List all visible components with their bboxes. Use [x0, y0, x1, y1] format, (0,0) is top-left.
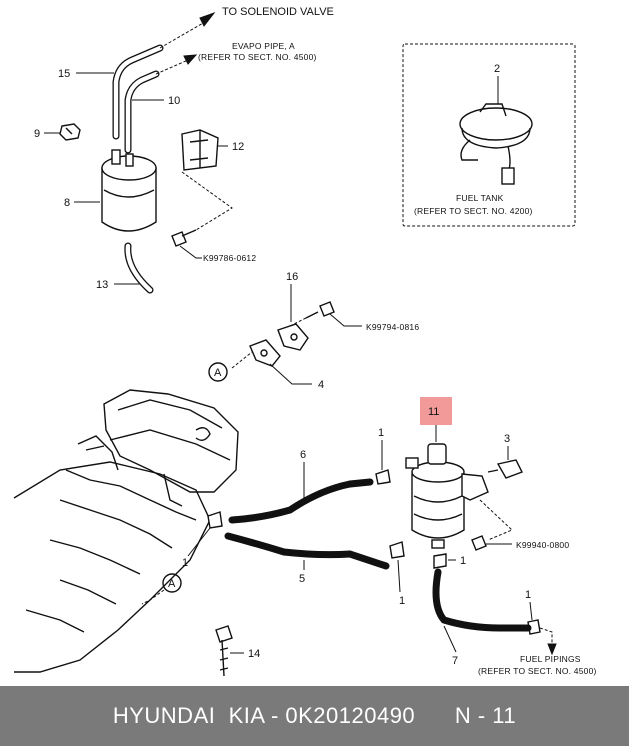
part-11-label: 11 [428, 406, 439, 418]
ref-a-upper-label: A [214, 367, 222, 379]
footer-brand-text: HYUNDAI KIA - 0K20120490 [112, 703, 416, 728]
footer-page-code: N - 11 [454, 703, 517, 728]
parts-diagram: TO SOLENOID VALVE EVAPO PIPE, A (REFER T… [13, 6, 597, 677]
footer-bar: HYUNDAI KIA - 0K20120490 N - 11 [0, 686, 629, 746]
bracket-16-icon [277, 323, 309, 351]
evapo-pipe-label: EVAPO PIPE, A [232, 41, 295, 51]
part-16-label: 16 [286, 271, 298, 283]
fuel-pump-2-icon [459, 103, 533, 185]
part-1-label-c: 1 [399, 595, 405, 607]
hose-10 [124, 70, 160, 154]
part-6-label: 6 [300, 449, 306, 461]
sensor-3-icon [487, 459, 523, 479]
part-1-label-a: 1 [182, 557, 188, 569]
ref-mark-a-upper [208, 362, 228, 382]
part-11-highlight [420, 397, 452, 425]
fuel-tank-label: FUEL TANK [456, 193, 504, 203]
hose-6 [228, 478, 374, 524]
evapo-line [155, 59, 189, 75]
part-12-label: 12 [232, 141, 244, 153]
bolt-k99940-icon [471, 535, 487, 551]
ref-a-lower-label: A [168, 578, 176, 590]
solenoid-line [159, 21, 206, 49]
bolt-k99786-icon [171, 229, 197, 247]
part-1-label-b: 1 [378, 427, 384, 439]
part-8-label: 8 [64, 197, 70, 209]
fuel-pipings-ref: (REFER TO SECT. NO. 4500) [478, 666, 597, 676]
part-14-label: 14 [248, 648, 260, 660]
part-9-label: 9 [34, 128, 40, 140]
ref-mark-a-lower [162, 573, 182, 593]
arrow-solenoid-icon [199, 11, 216, 27]
part-10-label: 10 [168, 95, 180, 107]
footer-spacer [415, 703, 455, 729]
clamp-1-icon [207, 469, 541, 635]
fuel-filter-11-icon [405, 443, 489, 549]
arrow-evapo-icon [183, 54, 198, 65]
part-2-label: 2 [494, 63, 500, 75]
hose-15 [112, 44, 164, 140]
bracket-12-icon [181, 129, 219, 171]
fuel-pipings-label: FUEL PIPINGS [520, 654, 581, 664]
evapo-pipe-ref: (REFER TO SECT. NO. 4500) [198, 52, 317, 62]
part-4-label: 4 [318, 379, 324, 391]
part-5-label: 5 [299, 573, 305, 585]
part-13-label: 13 [96, 279, 108, 291]
bolt-14-icon [215, 625, 233, 677]
hose-13 [124, 242, 154, 294]
hose-7 [432, 568, 532, 632]
part-3-label: 3 [504, 433, 510, 445]
bolt-k99786-label: K99786-0612 [203, 253, 256, 263]
fuel-tank-inset [402, 43, 576, 227]
clip-9-icon [59, 123, 81, 141]
to-solenoid-label: TO SOLENOID VALVE [222, 6, 334, 18]
bracket-4-icon [249, 339, 281, 367]
arrow-pipings-icon [547, 643, 557, 656]
part-1-label-e: 1 [525, 589, 531, 601]
bolt-k99794-icon [305, 301, 335, 319]
canister-8-icon [101, 149, 157, 232]
engine-block-illustration [13, 389, 239, 673]
bolt-k99940-label: K99940-0800 [516, 540, 569, 550]
part-15-label: 15 [58, 68, 70, 80]
fuel-tank-ref: (REFER TO SECT. NO. 4200) [414, 206, 533, 216]
part-1-label-d: 1 [460, 555, 466, 567]
part-7-label: 7 [452, 655, 458, 667]
bolt-k99794-label: K99794-0816 [366, 322, 419, 332]
hose-5 [224, 532, 390, 570]
